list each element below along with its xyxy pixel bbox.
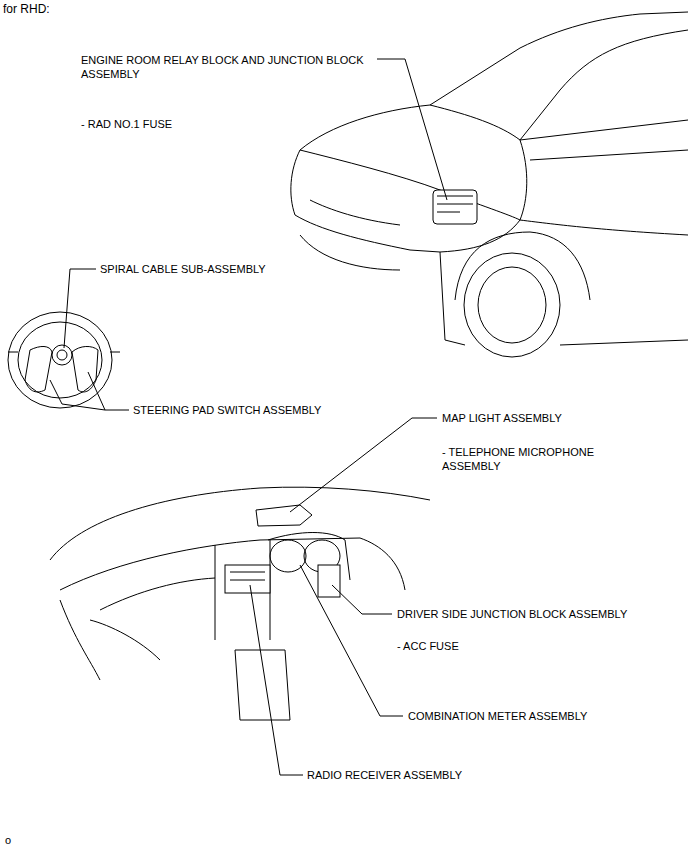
dashboard-drawing [50, 487, 430, 720]
sub-part-name: - TELEPHONE MICROPHONE ASSEMBLY [442, 445, 617, 473]
part-name: SPIRAL CABLE SUB-ASSEMBLY [100, 262, 266, 276]
sub-part-name: - RAD NO.1 FUSE [81, 117, 172, 131]
part-name: STEERING PAD SWITCH ASSEMBLY [133, 403, 321, 417]
part-name: MAP LIGHT ASSEMBLY [442, 411, 562, 425]
steering-wheel-drawing [8, 312, 120, 408]
page-heading: for RHD: [3, 2, 50, 16]
part-name: COMBINATION METER ASSEMBLY [408, 709, 587, 723]
part-name: RADIO RECEIVER ASSEMBLY [307, 768, 462, 782]
part-name: DRIVER SIDE JUNCTION BLOCK ASSEMBLY [397, 607, 627, 621]
part-name: ENGINE ROOM RELAY BLOCK AND JUNCTION BLO… [81, 53, 366, 81]
leader-lines [50, 59, 447, 775]
sub-part-name: - ACC FUSE [397, 639, 459, 653]
page-mark: o [5, 833, 11, 847]
